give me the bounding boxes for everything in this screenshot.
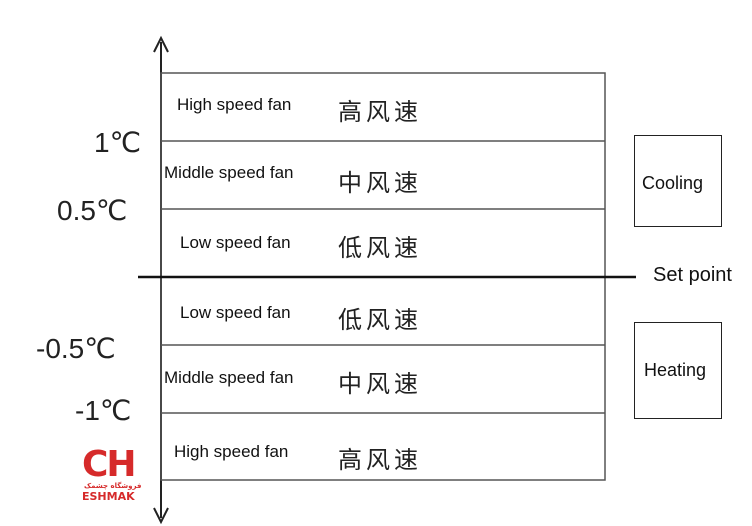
- heating-box: Heating: [634, 322, 722, 419]
- row-3-en-label: Low speed fan: [180, 233, 291, 252]
- heating-label: Heating: [644, 360, 707, 380]
- row-3-cn-label: 低风速: [338, 234, 422, 262]
- cooling-box: Cooling: [634, 135, 722, 227]
- row-5-cn-label: 中风速: [338, 370, 422, 398]
- axis-arrow-down: [153, 507, 169, 525]
- axis-label-neg-0-5c: -0.5℃: [36, 333, 116, 364]
- row-1-en-label: High speed fan: [177, 95, 292, 114]
- cooling-label: Cooling: [642, 173, 704, 193]
- row-5-en-label: Middle speed fan: [164, 368, 294, 387]
- row-4-cn-label: 低风速: [338, 306, 422, 334]
- row-2-cn-label: 中风速: [338, 169, 422, 197]
- logo-brand: ESHMAK: [82, 490, 135, 503]
- logo-letters: CH: [82, 444, 137, 485]
- setpoint-label: Set point: [653, 264, 732, 286]
- row-2-en-label: Middle speed fan: [164, 163, 294, 182]
- logo-subtext: فروشگاه چشمک: [84, 482, 142, 490]
- axis-label-1c: 1℃: [94, 127, 142, 158]
- row-6-cn-label: 高风速: [338, 446, 422, 474]
- axis-label-neg-1c: -1℃: [75, 395, 132, 426]
- row-1-cn-label: 高风速: [338, 98, 422, 126]
- axis-arrow-up: [153, 35, 169, 53]
- axis-label-0-5c: 0.5℃: [57, 195, 128, 226]
- watermark-logo: CH فروشگاه چشمک ESHMAK: [80, 444, 148, 506]
- row-4-en-label: Low speed fan: [180, 303, 291, 322]
- row-6-en-label: High speed fan: [174, 442, 289, 461]
